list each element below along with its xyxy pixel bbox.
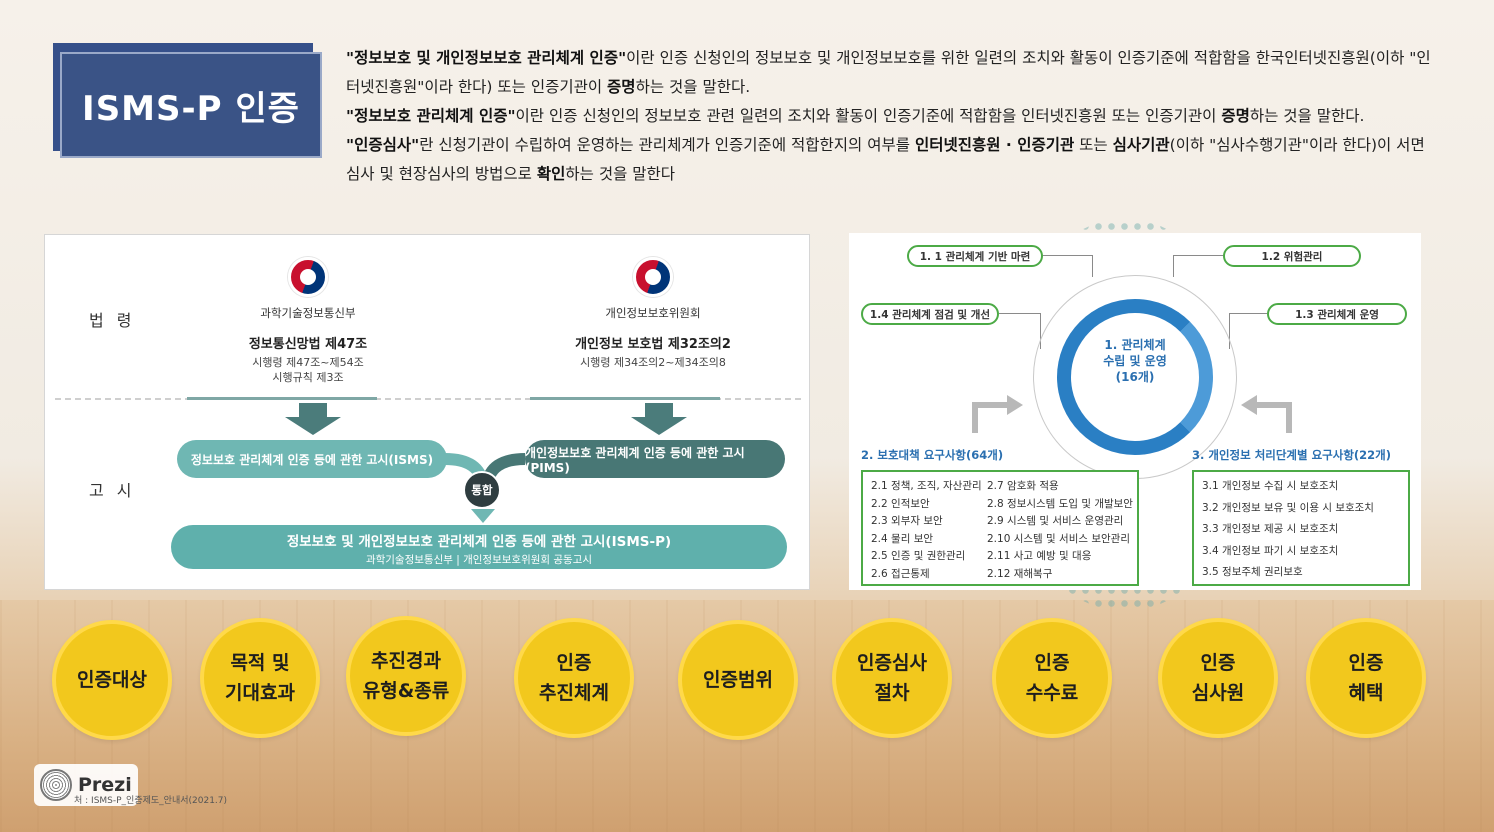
description: "정보보호 및 개인정보보호 관리체계 인증"이란 인증 신청인의 정보보호 및… <box>346 44 1436 189</box>
cycle-center-label: 1. 관리체계 수립 및 운영 (16개) <box>1103 338 1167 384</box>
arrow-down-icon <box>285 403 341 435</box>
row-label-law: 법 령 <box>89 311 136 330</box>
merge-badge: 통합 <box>463 471 501 509</box>
section-2-list: 2.1 정책, 조직, 자산관리 2.2 인적보안 2.3 외부자 보안 2.4… <box>861 470 1139 586</box>
list-item: 2.1 정책, 조직, 자산관리 <box>871 480 982 492</box>
tag-1-4: 1.4 관리체계 점검 및 개선 <box>861 303 999 325</box>
arrow-up-right-icon <box>972 395 1023 433</box>
source-caption: 처 : ISMS-P_인증제도_안내서(2021.7) <box>74 796 228 806</box>
nav-circle-audit-process[interactable]: 인증심사 절차 <box>832 618 952 738</box>
nav-circle-fee[interactable]: 인증 수수료 <box>992 618 1112 738</box>
connector-line <box>1229 313 1267 349</box>
section-3-column: 3.1 개인정보 수집 시 보호조치 3.2 개인정보 보유 및 이용 시 보호… <box>1202 476 1374 584</box>
list-item: 2.7 암호화 적용 <box>987 480 1059 492</box>
arrow-down-icon <box>471 509 495 523</box>
description-paragraph-3: "인증심사"란 신청기관이 수립하여 운영하는 관리체계가 인증기준에 적합한지… <box>346 136 1425 183</box>
title-box: ISMS-P 인증 <box>60 52 322 158</box>
criteria-panel: 1. 1 관리체계 기반 마련 1.2 위험관리 1.3 관리체계 운영 1.4… <box>849 233 1421 590</box>
connector-line <box>1173 255 1223 277</box>
nav-circle-organization[interactable]: 인증 추진체계 <box>514 618 634 738</box>
notice-isms-p: 정보보호 및 개인정보보호 관리체계 인증 등에 관한 고시(ISMS-P) 과… <box>171 525 787 569</box>
law-privacy-act: 개인정보 보호법 제32조의2 <box>575 337 731 352</box>
list-item: 2.6 접근통제 <box>871 567 930 580</box>
list-item: 3.2 개인정보 보유 및 이용 시 보호조치 <box>1202 501 1374 514</box>
legal-framework-panel: 법 령 고 시 과학기술정보통신부 정보통신망법 제47조 시행령 제47조~제… <box>44 234 810 590</box>
list-item: 2.8 정보시스템 도입 및 개발보안 <box>987 497 1133 510</box>
law-network-act: 정보통신망법 제47조 <box>248 337 368 352</box>
list-item: 3.3 개인정보 제공 시 보호조치 <box>1202 523 1339 535</box>
divider-left-segment <box>187 397 377 400</box>
list-item: 2.4 물리 보안 <box>871 532 934 545</box>
section-2-title: 2. 보호대책 요구사항(64개) <box>861 448 1004 462</box>
nav-circle-target[interactable]: 인증대상 <box>52 620 172 740</box>
list-item: 2.12 재해복구 <box>987 567 1053 580</box>
notice-isms-p-title: 정보보호 및 개인정보보호 관리체계 인증 등에 관한 고시(ISMS-P) <box>286 534 672 550</box>
divider <box>55 398 801 400</box>
section-2-column-2: 2.7 암호화 적용 2.8 정보시스템 도입 및 개발보안 2.9 시스템 및… <box>987 478 1133 583</box>
divider-right-segment <box>530 397 720 400</box>
nav-circle-scope[interactable]: 인증범위 <box>678 620 798 740</box>
list-item: 2.10 시스템 및 서비스 보안관리 <box>987 532 1130 545</box>
tag-1-3: 1.3 관리체계 운영 <box>1267 303 1407 325</box>
list-item: 2.5 인증 및 권한관리 <box>871 550 966 562</box>
government-emblem-icon <box>288 257 328 297</box>
row-label-notice: 고 시 <box>89 481 136 500</box>
page-title: ISMS-P 인증 <box>82 88 300 129</box>
nav-circle-purpose[interactable]: 목적 및 기대효과 <box>200 618 320 738</box>
list-item: 2.3 외부자 보안 <box>871 515 943 527</box>
section-3-list: 3.1 개인정보 수집 시 보호조치 3.2 개인정보 보유 및 이용 시 보호… <box>1192 470 1410 586</box>
nav-circle-history[interactable]: 추진경과 유형&종류 <box>346 616 466 736</box>
law-privacy-act-decree: 시행령 제34조의2~제34조의8 <box>580 356 726 369</box>
tag-1-1: 1. 1 관리체계 기반 마련 <box>907 245 1043 267</box>
list-item: 3.4 개인정보 파기 시 보호조치 <box>1202 544 1339 557</box>
notice-pims: 개인정보보호 관리체계 인증 등에 관한 고시(PIMS) <box>525 440 785 478</box>
list-item: 2.11 사고 예방 및 대응 <box>987 550 1092 562</box>
arrow-down-icon <box>631 403 687 435</box>
list-item: 3.5 정보주체 권리보호 <box>1202 566 1303 578</box>
government-emblem-icon <box>633 257 673 297</box>
section-2-column-1: 2.1 정책, 조직, 자산관리 2.2 인적보안 2.3 외부자 보안 2.4… <box>871 478 982 583</box>
nav-circle-benefits[interactable]: 인증 혜택 <box>1306 618 1426 738</box>
arrow-up-left-icon <box>1241 395 1292 433</box>
notice-isms: 정보보호 관리체계 인증 등에 관한 고시(ISMS) <box>177 440 447 478</box>
prezi-logo-text: Prezi <box>78 774 132 796</box>
ministry-pipc: 개인정보보호위원회 <box>605 306 701 320</box>
connector-line <box>999 313 1041 349</box>
tag-1-2: 1.2 위험관리 <box>1223 245 1361 267</box>
list-item: 2.2 인적보안 <box>871 497 930 510</box>
description-paragraph-1: "정보보호 및 개인정보보호 관리체계 인증"이란 인증 신청인의 정보보호 및… <box>346 49 1431 96</box>
prezi-logo-icon <box>40 769 72 801</box>
ministry-msit: 과학기술정보통신부 <box>260 306 356 320</box>
section-3-title: 3. 개인정보 처리단계별 요구사항(22개) <box>1192 448 1392 462</box>
prezi-logo[interactable]: Prezi <box>34 764 138 806</box>
notice-isms-p-subtitle: 과학기술정보통신부 | 개인정보보호위원회 공동고시 <box>365 554 593 566</box>
list-item: 3.1 개인정보 수집 시 보호조치 <box>1202 480 1339 492</box>
description-paragraph-2: "정보보호 관리체계 인증"이란 인증 신청인의 정보보호 관련 일련의 조치와… <box>346 107 1365 125</box>
connector-line <box>1043 255 1093 277</box>
law-network-act-rule: 시행규칙 제3조 <box>272 371 344 384</box>
law-network-act-decree: 시행령 제47조~제54조 <box>252 356 364 369</box>
list-item: 2.9 시스템 및 서비스 운영관리 <box>987 515 1124 527</box>
nav-circle-auditor[interactable]: 인증 심사원 <box>1158 618 1278 738</box>
